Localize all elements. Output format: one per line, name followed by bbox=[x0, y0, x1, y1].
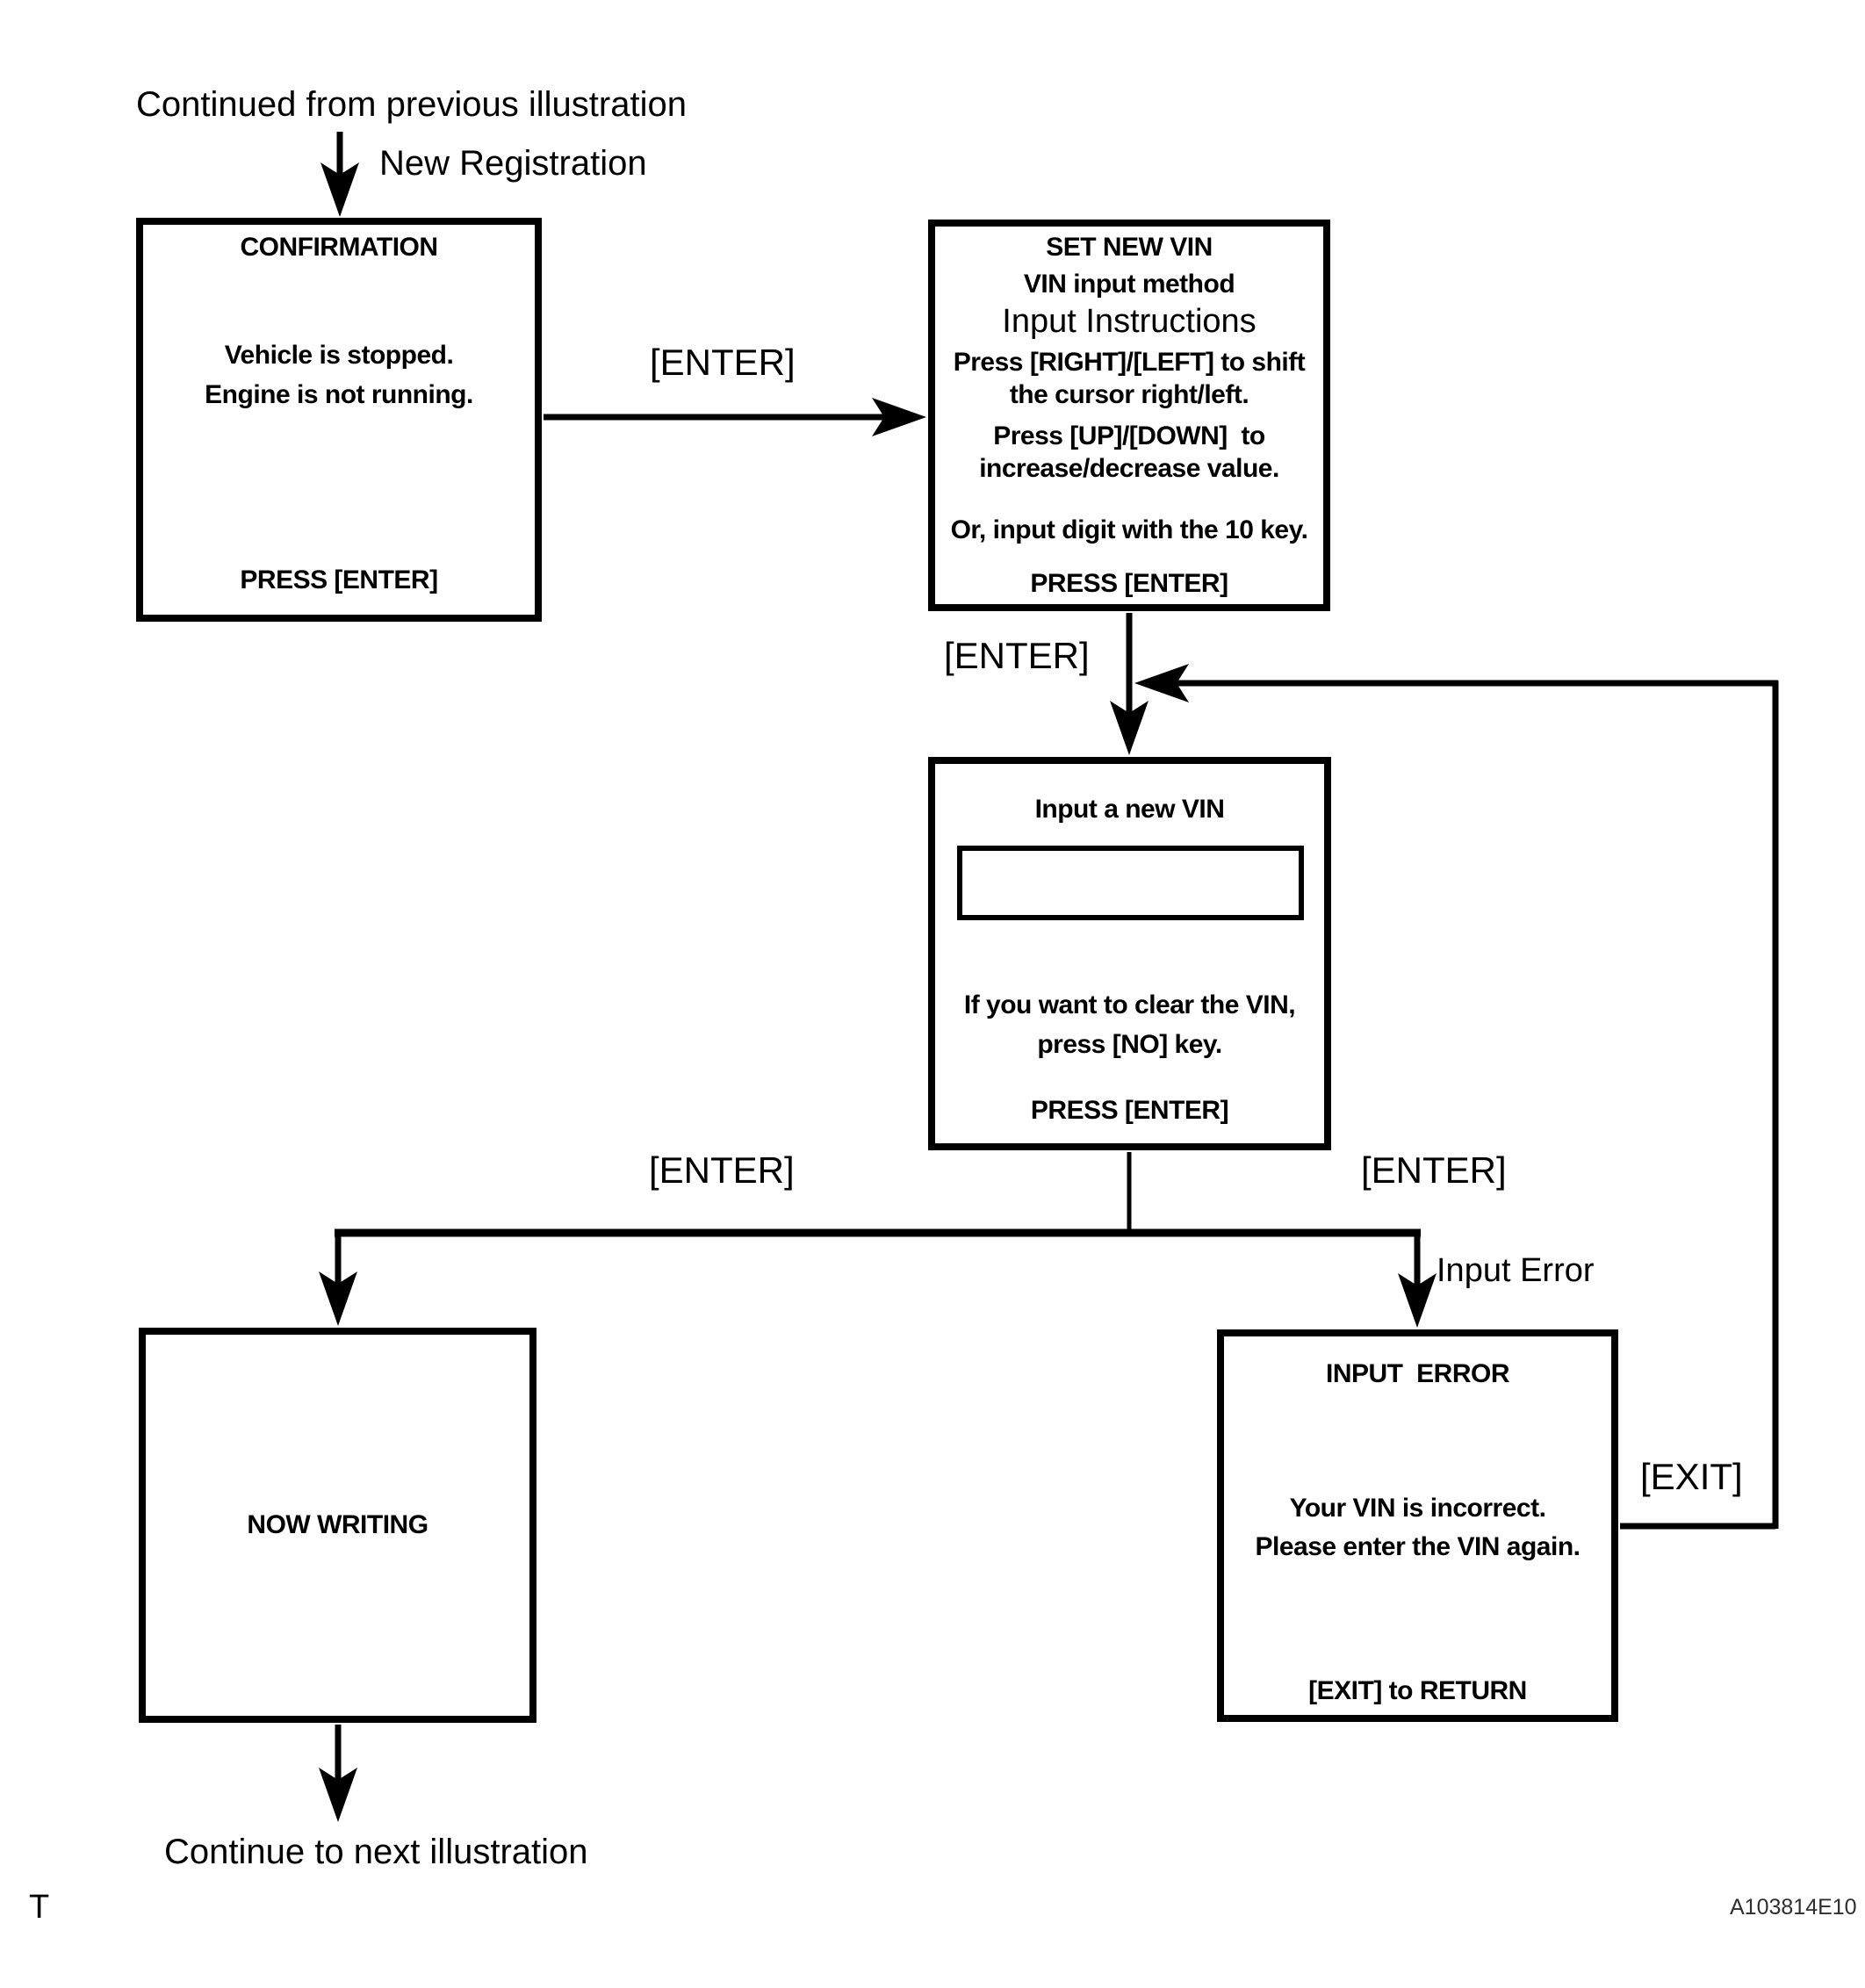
writing-to-next-arrowhead bbox=[319, 1768, 357, 1822]
confirmation-line2: Engine is not running. bbox=[205, 380, 473, 409]
enter-label-confirm-to-set: [ENTER] bbox=[650, 342, 796, 383]
set-new-vin-line5: Or, input digit with the 10 key. bbox=[950, 515, 1308, 544]
continued-from-note: Continued from previous illustration bbox=[136, 85, 687, 124]
set-new-vin-line1: Press [RIGHT]/[LEFT] to shift bbox=[953, 348, 1306, 377]
confirm-to-set-arrowhead bbox=[872, 398, 926, 436]
exit-return-arrowhead bbox=[1134, 664, 1189, 702]
input-error-footer: [EXIT] to RETURN bbox=[1308, 1676, 1527, 1705]
confirmation-line1: Vehicle is stopped. bbox=[224, 341, 454, 370]
new-registration-label: New Registration bbox=[379, 144, 647, 183]
input-error-screen-box: INPUT ERROR Your VIN is incorrect. Pleas… bbox=[1217, 1329, 1618, 1722]
confirmation-title: CONFIRMATION bbox=[240, 233, 438, 262]
enter-label-set-to-input: [ENTER] bbox=[944, 635, 1090, 676]
input-vin-line1: If you want to clear the VIN, bbox=[963, 990, 1296, 1019]
input-vin-screen-box: Input a new VIN If you want to clear the… bbox=[928, 757, 1331, 1150]
split-to-writing-arrowhead bbox=[319, 1271, 357, 1326]
set-new-vin-line4: increase/decrease value. bbox=[979, 454, 1279, 483]
confirmation-screen-box: CONFIRMATION Vehicle is stopped. Engine … bbox=[136, 218, 542, 622]
now-writing-screen-box: NOW WRITING bbox=[139, 1328, 536, 1723]
entry-arrowhead bbox=[320, 162, 359, 217]
input-vin-title: Input a new VIN bbox=[1034, 795, 1225, 824]
figure-code: A103814E10 bbox=[1730, 1895, 1857, 1920]
set-new-vin-footer: PRESS [ENTER] bbox=[1030, 569, 1228, 598]
page-corner-mark: T bbox=[29, 1889, 50, 1926]
now-writing-title: NOW WRITING bbox=[247, 1510, 428, 1539]
set-new-vin-subtitle: VIN input method bbox=[1023, 270, 1235, 299]
split-to-error-arrowhead bbox=[1398, 1273, 1437, 1328]
enter-label-to-error: [ENTER] bbox=[1361, 1149, 1507, 1191]
set-new-vin-line3: Press [UP]/[DOWN] to bbox=[993, 421, 1265, 450]
set-to-input-arrowhead bbox=[1110, 701, 1149, 755]
set-new-vin-screen-box: SET NEW VIN VIN input method Input Instr… bbox=[928, 220, 1330, 611]
set-new-vin-line2: the cursor right/left. bbox=[1009, 380, 1249, 409]
input-error-line2: Please enter the VIN again. bbox=[1255, 1532, 1581, 1561]
input-vin-line2: press [NO] key. bbox=[1037, 1030, 1222, 1059]
vin-input-field bbox=[957, 846, 1304, 920]
input-error-line1: Your VIN is incorrect. bbox=[1289, 1494, 1546, 1523]
input-error-edge-label: Input Error bbox=[1437, 1252, 1595, 1289]
confirmation-footer: PRESS [ENTER] bbox=[240, 565, 438, 594]
input-vin-footer: PRESS [ENTER] bbox=[1030, 1096, 1229, 1125]
input-error-title: INPUT ERROR bbox=[1325, 1359, 1510, 1388]
set-new-vin-heading: Input Instructions bbox=[1002, 303, 1257, 340]
exit-edge-label: [EXIT] bbox=[1640, 1456, 1743, 1497]
set-new-vin-title: SET NEW VIN bbox=[1046, 233, 1213, 262]
enter-label-to-writing: [ENTER] bbox=[649, 1149, 795, 1191]
continue-to-next-note: Continue to next illustration bbox=[164, 1833, 588, 1871]
